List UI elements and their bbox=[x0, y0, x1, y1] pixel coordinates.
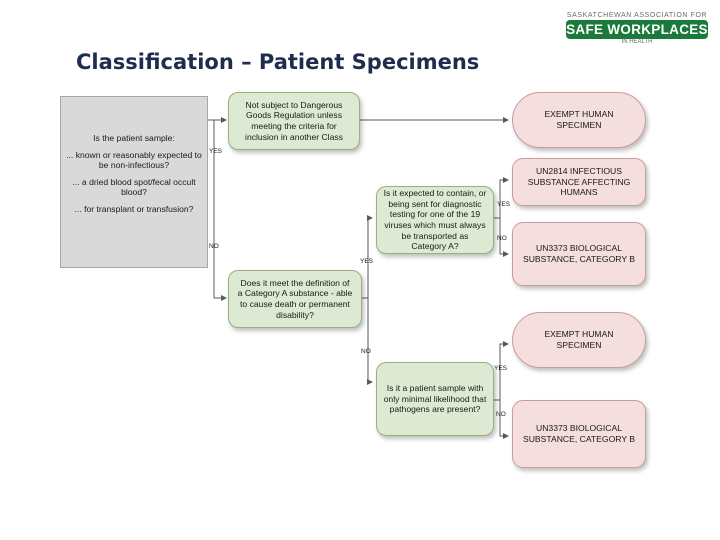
panel-line-transplant: ... for transplant or transfusion? bbox=[74, 203, 194, 214]
outcome-un2814: UN2814 INFECTIOUS SUBSTANCE AFFECTING HU… bbox=[512, 158, 646, 206]
connector-cat-a-yes bbox=[367, 215, 373, 298]
logo: SASKATCHEWAN ASSOCIATION FOR SAFE WORKPL… bbox=[566, 12, 708, 46]
label-cat-a-no: NO bbox=[361, 348, 371, 355]
outcome-exempt-human-specimen-2: EXEMPT HUMAN SPECIMEN bbox=[512, 312, 646, 368]
connector-virus-no bbox=[499, 218, 509, 257]
page-title: Classification – Patient Specimens bbox=[76, 50, 480, 74]
outcome-un3373-1: UN3373 BIOLOGICAL SUBSTANCE, CATEGORY B bbox=[512, 222, 646, 286]
connector-left-trunk bbox=[208, 119, 215, 298]
logo-top-text: SASKATCHEWAN ASSOCIATION FOR bbox=[566, 12, 708, 19]
category-a-question: Does it meet the definition of a Categor… bbox=[228, 270, 362, 328]
connector-minimal-yes bbox=[499, 341, 509, 400]
label-virus-yes: YES bbox=[497, 201, 511, 208]
connector-cat-a-no bbox=[367, 298, 373, 385]
panel-line-dried-blood: ... a dried blood spot/fecal occult bloo… bbox=[72, 176, 196, 198]
outcome-un3373-2: UN3373 BIOLOGICAL SUBSTANCE, CATEGORY B bbox=[512, 400, 646, 468]
minimal-likelihood-question: Is it a patient sample with only minimal… bbox=[376, 362, 494, 436]
panel-line-non-infectious: ... known or reasonably expected to be n… bbox=[66, 149, 202, 171]
outcome-exempt-human-specimen-1: EXEMPT HUMAN SPECIMEN bbox=[512, 92, 646, 148]
panel-line-question: Is the patient sample: bbox=[93, 133, 175, 143]
connector-virus-yes bbox=[499, 177, 509, 218]
nineteen-viruses-question: Is it expected to contain, or being sent… bbox=[376, 186, 494, 254]
patient-sample-panel: Is the patient sample: ... known or reas… bbox=[60, 96, 208, 268]
label-left-no: NO bbox=[209, 243, 219, 250]
label-virus-no: NO bbox=[497, 235, 507, 242]
not-subject-box: Not subject to Dangerous Goods Regulatio… bbox=[228, 92, 360, 150]
label-left-yes: YES bbox=[209, 148, 223, 155]
label-minimal-yes: YES bbox=[494, 365, 508, 372]
label-cat-a-yes: YES bbox=[360, 258, 374, 265]
logo-main-text: SAFE WORKPLACES bbox=[566, 20, 708, 39]
label-minimal-no: NO bbox=[496, 411, 506, 418]
connector-minimal-no bbox=[499, 400, 509, 439]
logo-bottom-text: IN HEALTH bbox=[621, 39, 653, 45]
